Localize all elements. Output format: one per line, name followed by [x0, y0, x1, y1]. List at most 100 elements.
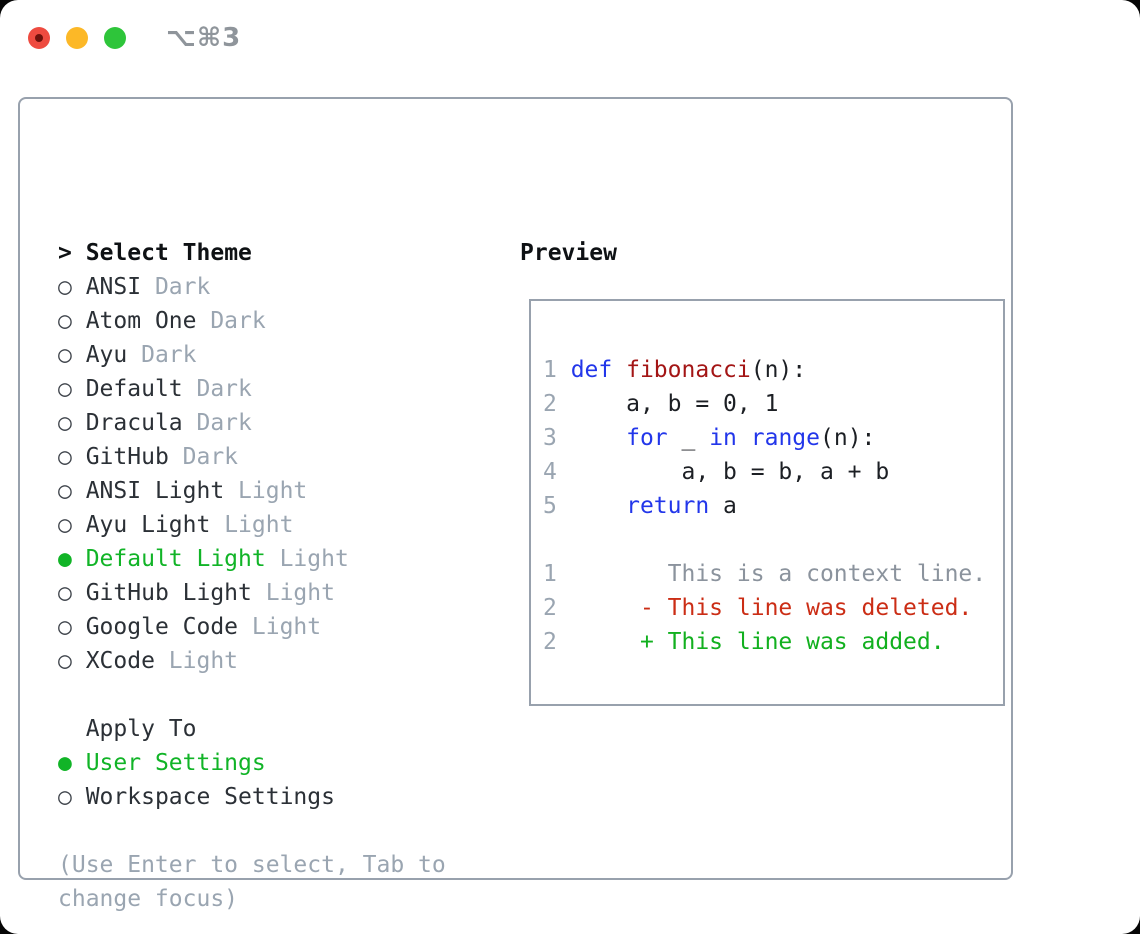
diff-line: 1 This is a context line.: [543, 557, 1003, 591]
code-line: 2 a, b = 0, 1: [543, 387, 1003, 421]
spacer-row: [543, 523, 1003, 557]
theme-option-variant: Dark: [154, 274, 211, 300]
theme-option-variant: Dark: [196, 410, 252, 436]
line-number: 5: [543, 493, 571, 519]
theme-option-name: XCode: [85, 648, 169, 674]
theme-option-variant: Dark: [196, 376, 252, 402]
radio-icon: ○: [58, 784, 86, 810]
diff-text: - This line was deleted.: [556, 595, 973, 621]
line-number: 3: [543, 425, 571, 451]
theme-option[interactable]: ○ ANSI Light Light: [58, 474, 446, 508]
help-hint: (Use Enter to select, Tab to change focus…: [58, 848, 446, 916]
zoom-button[interactable]: [104, 27, 126, 49]
radio-icon: ○: [58, 376, 86, 402]
theme-option[interactable]: ● Default Light Light: [58, 542, 446, 576]
theme-option-name: Atom One: [85, 308, 211, 334]
titlebar: ⌥⌘3: [28, 23, 241, 53]
diff-text: This is a context line.: [556, 561, 987, 587]
theme-option-name: Ayu: [85, 342, 142, 368]
theme-picker-column: > Select Theme ○ ANSI Dark○ Atom One Dar…: [58, 236, 446, 916]
theme-option-variant: Light: [238, 478, 308, 504]
radio-icon: ○: [58, 444, 86, 470]
radio-icon: ○: [58, 342, 86, 368]
code-line: 1 def fibonacci(n):: [543, 353, 1003, 387]
theme-option-name: ANSI: [85, 274, 155, 300]
theme-option[interactable]: ○ Ayu Dark: [58, 338, 446, 372]
theme-picker-header: > Select Theme: [58, 236, 446, 270]
theme-option-name: Default: [85, 376, 197, 402]
radio-icon: ○: [58, 614, 86, 640]
apply-to-option[interactable]: ○ Workspace Settings: [58, 780, 446, 814]
line-number: 2: [543, 629, 557, 655]
apply-to-option-name: User Settings: [85, 750, 266, 776]
theme-option[interactable]: ○ GitHub Dark: [58, 440, 446, 474]
theme-option[interactable]: ○ Atom One Dark: [58, 304, 446, 338]
theme-option-variant: Light: [168, 648, 239, 674]
theme-option-name: Ayu Light: [85, 512, 225, 538]
apply-to-option-name: Workspace Settings: [85, 784, 335, 810]
theme-option[interactable]: ○ Dracula Dark: [58, 406, 446, 440]
help-hint-line: (Use Enter to select, Tab to: [58, 852, 446, 878]
close-dot-icon: [35, 34, 43, 42]
theme-option-name: ANSI Light: [85, 478, 239, 504]
radio-icon: ○: [58, 410, 86, 436]
apply-to-title: Apply To: [85, 716, 197, 742]
spacer-row: [58, 814, 446, 848]
theme-option-variant: Light: [251, 614, 322, 640]
code-token: _: [667, 425, 710, 451]
code-token: a, b = b, a + b: [570, 459, 890, 485]
radio-icon: ○: [58, 478, 86, 504]
diff-preview-block: 1 This is a context line. 2 - This line w…: [543, 557, 1003, 659]
diff-text: + This line was added.: [556, 629, 945, 655]
minimize-button[interactable]: [66, 27, 88, 49]
theme-option[interactable]: ○ Default Dark: [58, 372, 446, 406]
theme-picker-title: Select Theme: [85, 240, 252, 266]
preview-header: Preview: [520, 240, 617, 266]
radio-icon: ○: [58, 580, 86, 606]
theme-option-variant: Dark: [182, 444, 239, 470]
radio-selected-icon: ●: [58, 546, 86, 572]
theme-option[interactable]: ○ Google Code Light: [58, 610, 446, 644]
code-token: def: [570, 357, 613, 383]
code-token: for: [626, 425, 668, 451]
radio-icon: ○: [58, 648, 86, 674]
theme-option-name: GitHub Light: [85, 580, 266, 606]
code-token: fibonacci: [626, 357, 751, 383]
theme-option[interactable]: ○ Ayu Light Light: [58, 508, 446, 542]
radio-icon: ○: [58, 512, 86, 538]
code-line: 5 return a: [543, 489, 1003, 523]
line-number: 4: [543, 459, 571, 485]
code-token: range: [750, 425, 820, 451]
apply-to-header: Apply To: [58, 712, 446, 746]
theme-option-variant: Light: [279, 546, 349, 572]
spacer-row: [58, 678, 446, 712]
window-shortcut-label: ⌥⌘3: [166, 23, 242, 53]
theme-option-name: Default Light: [85, 546, 280, 572]
radio-selected-icon: ●: [58, 750, 86, 776]
code-token: return: [626, 493, 710, 519]
line-number: 1: [543, 561, 557, 587]
code-token: [737, 425, 751, 451]
theme-option-variant: Light: [224, 512, 294, 538]
code-token: (n):: [820, 425, 876, 451]
radio-icon: ○: [58, 308, 86, 334]
code-token: [571, 425, 626, 451]
theme-option[interactable]: ○ ANSI Dark: [58, 270, 446, 304]
code-token: a: [709, 493, 737, 519]
help-hint-line: change focus): [58, 886, 239, 912]
close-button[interactable]: [28, 27, 50, 49]
theme-option-name: Dracula: [85, 410, 197, 436]
theme-option-list: ○ ANSI Dark○ Atom One Dark○ Ayu Dark○ De…: [58, 270, 446, 678]
theme-picker-panel: > Select Theme ○ ANSI Dark○ Atom One Dar…: [18, 97, 1013, 912]
apply-to-option-list: ● User Settings○ Workspace Settings: [58, 746, 446, 814]
code-line: 3 for _ in range(n):: [543, 421, 1003, 455]
theme-option[interactable]: ○ GitHub Light Light: [58, 576, 446, 610]
focus-marker-icon: >: [58, 240, 72, 266]
apply-to-option[interactable]: ● User Settings: [58, 746, 446, 780]
theme-option-name: GitHub: [85, 444, 183, 470]
diff-line: 2 + This line was added.: [543, 625, 1003, 659]
theme-option[interactable]: ○ XCode Light: [58, 644, 446, 678]
theme-option-variant: Dark: [141, 342, 197, 368]
line-number: 2: [543, 391, 571, 417]
